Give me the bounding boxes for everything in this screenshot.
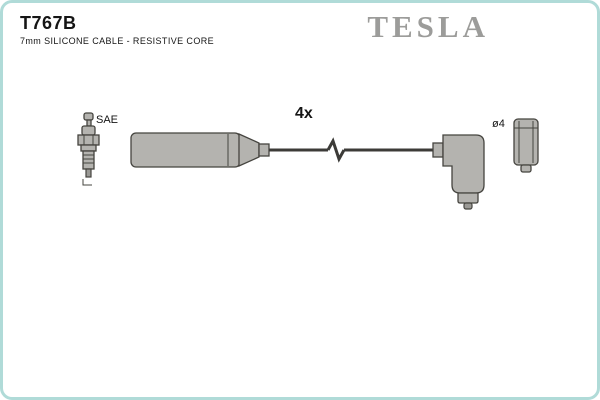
cylinder-component xyxy=(513,118,539,173)
part-number: T767B xyxy=(20,13,77,33)
cable-line xyxy=(269,137,436,163)
plug-standard-label: SAE xyxy=(96,114,118,126)
quantity-label: 4x xyxy=(295,105,313,122)
spark-plug-icon xyxy=(77,112,100,186)
brand-logo: TESLA xyxy=(367,9,489,44)
elbow-connector xyxy=(432,134,485,210)
cable-break-icon xyxy=(326,137,346,163)
cable-boot xyxy=(130,132,270,168)
product-diagram: SAE 4x ø4 xyxy=(77,105,539,210)
product-description: 7mm SILICONE CABLE - RESISTIVE CORE xyxy=(20,36,215,46)
diameter-label: ø4 xyxy=(492,118,505,130)
